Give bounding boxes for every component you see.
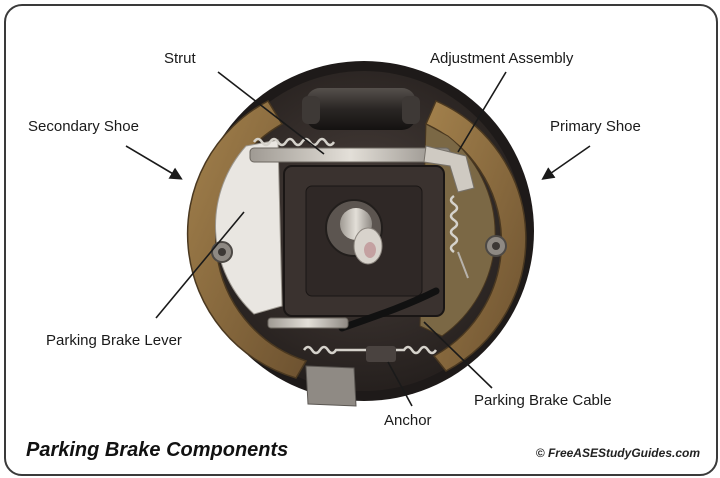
adjuster-spring [449, 194, 459, 254]
wheel-cylinder [306, 88, 416, 130]
label-primary-shoe: Primary Shoe [550, 118, 641, 135]
label-parking-brake-lever: Parking Brake Lever [46, 332, 182, 349]
adjuster-cable [457, 251, 469, 279]
strut-bar [249, 147, 451, 163]
strut-spring [252, 137, 336, 147]
copyright-notice: © FreeASEStudyGuides.com [535, 446, 700, 460]
hold-down-pin-left-core [218, 248, 226, 256]
leader-adjustment [457, 71, 507, 153]
hold-down-pin-right-core [492, 242, 500, 250]
adjuster-lever [423, 145, 475, 193]
parking-brake-cable [338, 287, 440, 332]
wheel-cylinder-boot-right [402, 96, 420, 124]
axle-center [364, 242, 376, 258]
label-adjustment-assembly: Adjustment Assembly [430, 50, 574, 67]
leader-parking-brake-cable [423, 321, 493, 389]
parking-brake-lever-link [267, 317, 349, 329]
anchor-block [366, 346, 396, 362]
leader-parking-brake-lever [155, 211, 245, 319]
label-parking-brake-cable: Parking Brake Cable [474, 392, 612, 409]
diagram-caption: Parking Brake Components [26, 439, 289, 461]
leader-secondary-shoe [125, 145, 183, 180]
primary-shoe-lining [425, 100, 527, 372]
diagram-frame: Strut Adjustment Assembly Secondary Shoe… [4, 4, 718, 476]
label-strut: Strut [164, 50, 196, 67]
leader-anchor [387, 361, 413, 407]
lower-bracket [305, 365, 357, 407]
wheel-cylinder-boot-left [302, 96, 320, 124]
leader-strut [217, 71, 325, 155]
leader-primary-shoe [541, 145, 591, 180]
label-anchor: Anchor [384, 412, 432, 429]
label-secondary-shoe: Secondary Shoe [28, 118, 139, 135]
brake-assembly-illustration [125, 61, 591, 407]
